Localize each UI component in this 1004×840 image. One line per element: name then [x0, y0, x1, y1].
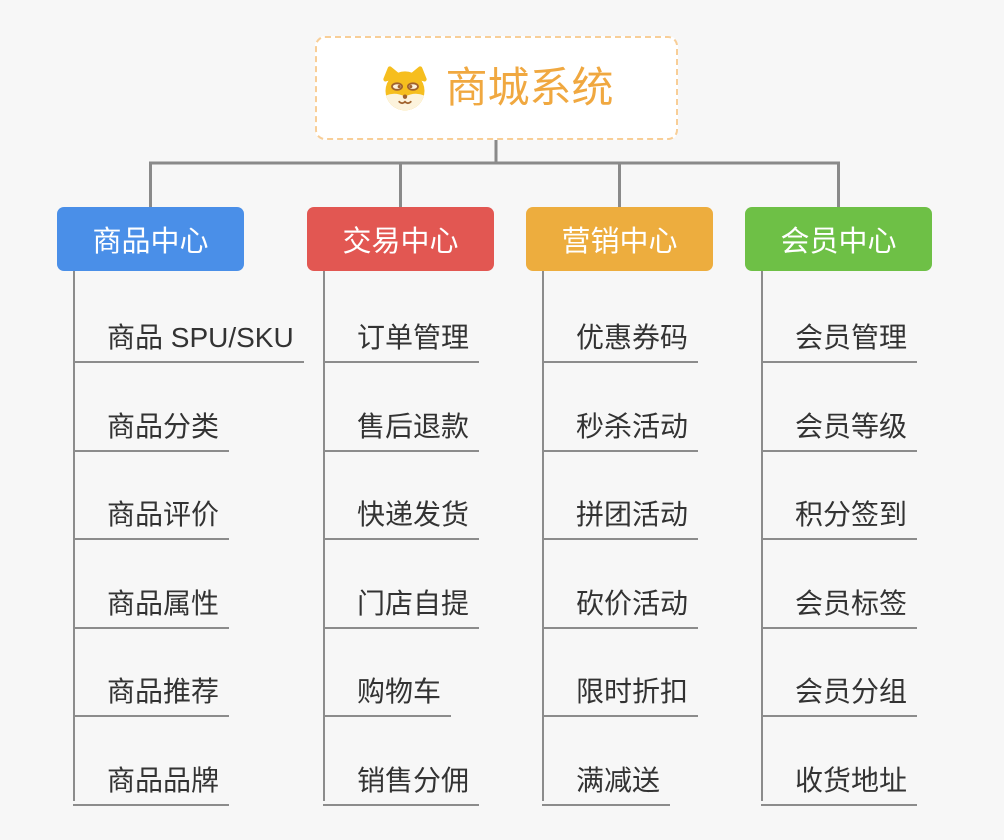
branch-node[interactable]: 交易中心 — [307, 207, 494, 271]
mindmap-leaf-node[interactable]: 会员标签 — [761, 584, 918, 629]
branch-column: 会员中心 会员管理会员等级积分签到会员标签会员分组收货地址 — [745, 207, 995, 806]
mindmap-leaf-node[interactable]: 购物车 — [323, 672, 452, 717]
mindmap-leaf-node[interactable]: 门店自提 — [323, 584, 480, 629]
branch-column: 商品中心 商品 SPU/SKU 商品分类商品评价商品属性商品推荐商品品牌 — [57, 207, 307, 806]
branch-node[interactable]: 会员中心 — [745, 207, 932, 271]
root-node[interactable]: 商城系统 — [315, 36, 678, 140]
mindmap-leaf-node[interactable]: 优惠券码 — [542, 318, 699, 363]
branch-column: 营销中心 优惠券码秒杀活动拼团活动砍价活动限时折扣满减送 — [526, 207, 776, 806]
mindmap-leaf-node[interactable]: 限时折扣 — [542, 672, 699, 717]
mindmap-leaf-node[interactable]: 商品属性 — [73, 584, 230, 629]
shiba-dog-icon — [383, 66, 428, 111]
branch-node[interactable]: 营销中心 — [526, 207, 713, 271]
mindmap-leaf-node[interactable]: 满减送 — [542, 761, 671, 806]
branch-trunk-line — [323, 271, 325, 801]
branch-trunk-line — [73, 271, 75, 801]
mindmap-leaf-node[interactable]: 商品 SPU/SKU — [73, 318, 304, 363]
mindmap-leaf-node[interactable]: 会员分组 — [761, 672, 918, 717]
mindmap-leaf-node[interactable]: 商品分类 — [73, 407, 230, 452]
mindmap-leaf-node[interactable]: 订单管理 — [323, 318, 480, 363]
mindmap-leaf-node[interactable]: 售后退款 — [323, 407, 480, 452]
mindmap-leaf-node[interactable]: 销售分佣 — [323, 761, 480, 806]
mindmap-leaf-node[interactable]: 收货地址 — [761, 761, 918, 806]
mindmap-leaf-node[interactable]: 商品品牌 — [73, 761, 230, 806]
branch-node[interactable]: 商品中心 — [57, 207, 244, 271]
mindmap-leaf-node[interactable]: 拼团活动 — [542, 495, 699, 540]
branch-column: 交易中心 订单管理售后退款快递发货门店自提购物车销售分佣 — [307, 207, 557, 806]
mindmap-leaf-node[interactable]: 快递发货 — [323, 495, 480, 540]
mindmap-leaf-node[interactable]: 商品推荐 — [73, 672, 230, 717]
mindmap-leaf-node[interactable]: 秒杀活动 — [542, 407, 699, 452]
mindmap-leaf-node[interactable]: 商品评价 — [73, 495, 230, 540]
root-node-label: 商城系统 — [445, 64, 614, 111]
mindmap-leaf-node[interactable]: 砍价活动 — [542, 584, 699, 629]
branch-trunk-line — [542, 271, 544, 801]
branch-trunk-line — [761, 271, 763, 801]
mindmap-leaf-node[interactable]: 会员管理 — [761, 318, 918, 363]
mindmap-leaf-node[interactable]: 会员等级 — [761, 407, 918, 452]
mindmap-leaf-node[interactable]: 积分签到 — [761, 495, 918, 540]
